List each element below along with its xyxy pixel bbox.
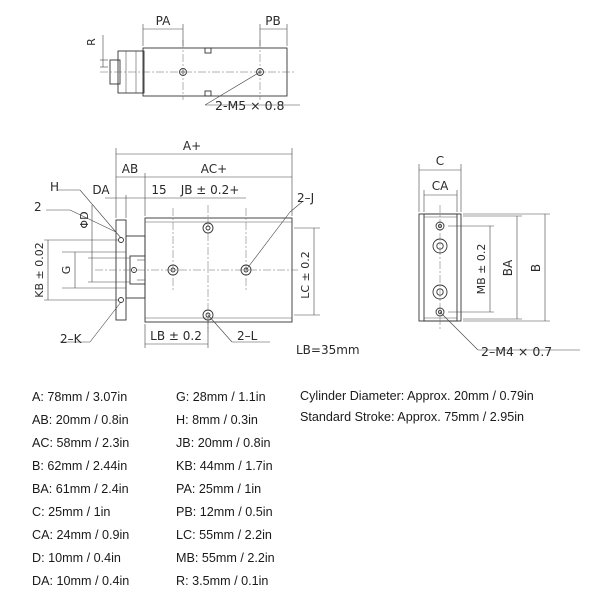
label-ba: BA <box>501 259 515 276</box>
label-da: DA <box>92 183 110 197</box>
label-kb: KB ± 0.02 <box>33 242 46 297</box>
spec-d: D: 10mm / 0.4in <box>32 551 121 565</box>
label-two-k: 2–K <box>60 332 83 346</box>
label-mb: MB ± 0.2 <box>475 244 488 295</box>
spec-ab: AB: 20mm / 0.8in <box>32 413 129 427</box>
front-view: A+ AB AC+ DA 15 JB ± 0.2+ H 2 ΦD KB ± 0.… <box>33 139 360 357</box>
label-pb: PB <box>265 14 280 28</box>
label-m5: 2-M5 × 0.8 <box>215 98 285 113</box>
spec-standard-stroke: Standard Stroke: Approx. 75mm / 2.95in <box>300 410 525 424</box>
spec-lc: LC: 55mm / 2.2in <box>176 528 272 542</box>
spec-column-1: A: 78mm / 3.07in AB: 20mm / 0.8in AC: 58… <box>32 386 129 593</box>
label-two: 2 <box>34 200 42 214</box>
side-view: C CA MB ± 0.2 BA B 2–M4 × 0.7 <box>418 154 580 359</box>
label-m4: 2–M4 × 0.7 <box>481 344 552 359</box>
spec-pa: PA: 25mm / 1in <box>176 482 262 496</box>
label-two-j: 2–J <box>297 191 314 205</box>
spec-da: DA: 10mm / 0.4in <box>32 574 130 588</box>
spec-column-2: G: 28mm / 1.1in H: 8mm / 0.3in JB: 20mm … <box>176 386 275 593</box>
top-view: PA PB R 2-M5 × 0.8 <box>85 14 300 113</box>
spec-column-3: Cylinder Diameter: Approx. 20mm / 0.79in… <box>300 386 534 428</box>
spec-ac: AC: 58mm / 2.3in <box>32 436 130 450</box>
spec-mb: MB: 55mm / 2.2in <box>176 551 275 565</box>
spec-pb: PB: 12mm / 0.5in <box>176 505 273 519</box>
label-a-plus: A+ <box>183 139 201 153</box>
label-b: B <box>529 264 543 272</box>
label-ca: CA <box>432 179 449 193</box>
label-two-l: 2–L <box>237 329 258 343</box>
spec-list: A: 78mm / 3.07in AB: 20mm / 0.8in AC: 58… <box>0 386 600 600</box>
label-lc: LC ± 0.2 <box>299 251 312 299</box>
spec-jb: JB: 20mm / 0.8in <box>176 436 271 450</box>
label-pa: PA <box>156 14 171 28</box>
spec-c: C: 25mm / 1in <box>32 505 111 519</box>
spec-b: B: 62mm / 2.44in <box>32 459 128 473</box>
spec-ba: BA: 61mm / 2.4in <box>32 482 129 496</box>
spec-kb: KB: 44mm / 1.7in <box>176 459 273 473</box>
label-r: R <box>85 38 98 46</box>
label-ab: AB <box>122 162 138 176</box>
spec-cylinder-diameter: Cylinder Diameter: Approx. 20mm / 0.79in <box>300 389 534 403</box>
label-h: H <box>50 180 59 194</box>
label-phi-d: ΦD <box>78 211 91 228</box>
spec-ca: CA: 24mm / 0.9in <box>32 528 130 542</box>
spec-h: H: 8mm / 0.3in <box>176 413 258 427</box>
label-c: C <box>436 154 444 168</box>
spec-a: A: 78mm / 3.07in <box>32 390 128 404</box>
label-jb: JB ± 0.2+ <box>180 183 240 197</box>
label-ac-plus: AC+ <box>201 162 227 176</box>
cylinder-technical-drawing: PA PB R 2-M5 × 0.8 <box>33 14 580 359</box>
spec-g: G: 28mm / 1.1in <box>176 390 266 404</box>
label-g: G <box>60 266 73 275</box>
label-lb-note: LB=35mm <box>296 343 360 357</box>
label-fifteen: 15 <box>151 183 166 197</box>
spec-r: R: 3.5mm / 0.1in <box>176 574 269 588</box>
label-lb: LB ± 0.2 <box>150 329 202 343</box>
